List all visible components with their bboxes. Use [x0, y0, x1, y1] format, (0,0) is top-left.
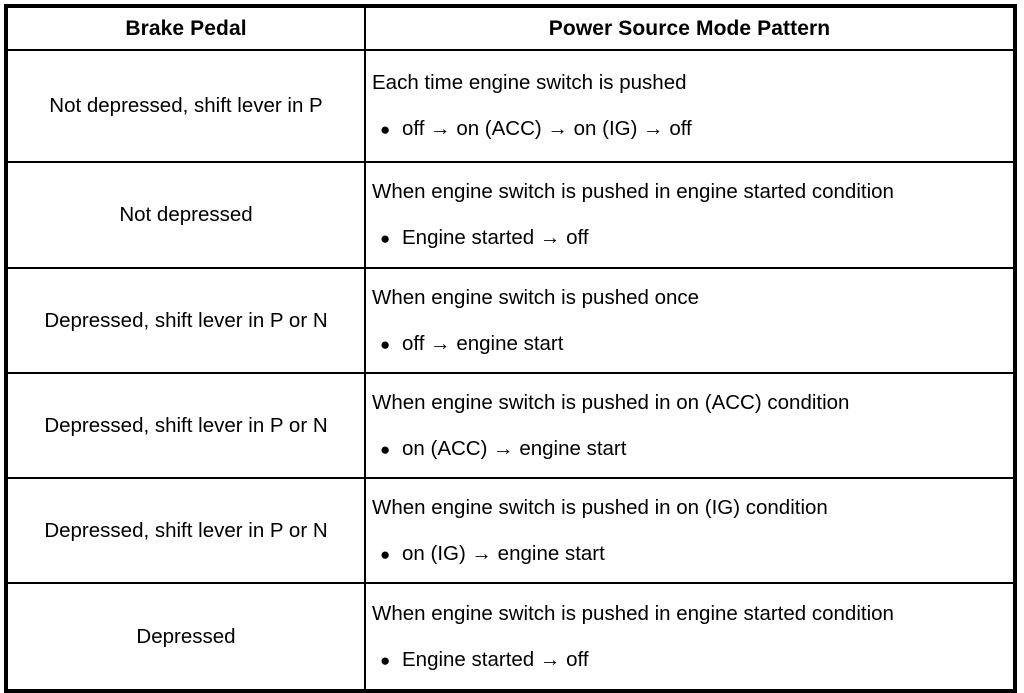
brake-pedal-cell: Not depressed: [5, 161, 366, 269]
power-source-mode-pattern-cell: When engine switch is pushed in on (ACC)…: [364, 372, 1016, 479]
power-source-mode-pattern-cell: When engine switch is pushed in engine s…: [364, 161, 1016, 269]
brake-pedal-cell: Depressed: [5, 582, 366, 692]
pattern-bullet-line: ● on (ACC) → engine start: [372, 437, 1011, 461]
pattern-condition-text: When engine switch is pushed in on (ACC)…: [372, 390, 850, 414]
pattern-transition-text: off → engine start: [402, 331, 564, 355]
table-row: Depressed When engine switch is pushed i…: [5, 582, 1016, 692]
power-source-mode-pattern-cell: When engine switch is pushed once ● off …: [364, 267, 1016, 374]
pattern-transition-text: Engine started → off: [402, 226, 589, 249]
pattern-bullet-line: ● on (IG) → engine start: [372, 542, 1011, 566]
pattern-transition-text: on (ACC) → engine start: [402, 436, 627, 460]
pattern-condition-text: Each time engine switch is pushed: [372, 71, 687, 95]
bullet-icon: ●: [380, 650, 391, 670]
bullet-icon: ●: [380, 229, 391, 248]
table-row: Depressed, shift lever in P or N When en…: [5, 372, 1016, 479]
page-canvas: Brake Pedal Power Source Mode Pattern No…: [4, 4, 1017, 693]
table-row: Depressed, shift lever in P or N When en…: [5, 267, 1016, 374]
brake-pedal-cell: Depressed, shift lever in P or N: [5, 372, 366, 479]
column-header-brake-pedal: Brake Pedal: [5, 5, 366, 51]
brake-pedal-cell: Depressed, shift lever in P or N: [5, 267, 366, 374]
pattern-bullet-line: ● Engine started → off: [372, 226, 1011, 250]
power-source-mode-pattern-cell: Each time engine switch is pushed ● off …: [364, 49, 1016, 163]
power-source-mode-pattern-cell: When engine switch is pushed in engine s…: [364, 582, 1016, 692]
pattern-condition-text: When engine switch is pushed once: [372, 285, 700, 309]
power-source-mode-table: Brake Pedal Power Source Mode Pattern No…: [4, 4, 1017, 693]
bullet-icon: ●: [380, 544, 391, 564]
pattern-condition-text: When engine switch is pushed in engine s…: [372, 180, 894, 204]
bullet-icon: ●: [380, 439, 391, 459]
pattern-bullet-line: ● Engine started → off: [372, 648, 1011, 672]
pattern-bullet-line: ● off → on (ACC) → on (IG) → off: [372, 117, 1011, 141]
table-row: Not depressed, shift lever in P Each tim…: [5, 49, 1016, 163]
table-row: Depressed, shift lever in P or N When en…: [5, 477, 1016, 584]
table-header-row: Brake Pedal Power Source Mode Pattern: [5, 5, 1016, 51]
table-header: Brake Pedal Power Source Mode Pattern: [5, 5, 1016, 51]
power-source-mode-pattern-cell: When engine switch is pushed in on (IG) …: [364, 477, 1016, 584]
table-row: Not depressed When engine switch is push…: [5, 161, 1016, 269]
column-header-power-source-mode-pattern: Power Source Mode Pattern: [364, 5, 1016, 51]
table-body: Not depressed, shift lever in P Each tim…: [5, 49, 1016, 692]
pattern-condition-text: When engine switch is pushed in on (IG) …: [372, 495, 828, 519]
brake-pedal-cell: Depressed, shift lever in P or N: [5, 477, 366, 584]
pattern-bullet-line: ● off → engine start: [372, 332, 1011, 356]
bullet-icon: ●: [380, 120, 391, 139]
brake-pedal-cell: Not depressed, shift lever in P: [5, 49, 366, 163]
pattern-transition-text: on (IG) → engine start: [402, 541, 605, 565]
pattern-transition-text: Engine started → off: [402, 647, 589, 671]
pattern-transition-text: off → on (ACC) → on (IG) → off: [402, 117, 692, 140]
pattern-condition-text: When engine switch is pushed in engine s…: [372, 601, 894, 625]
bullet-icon: ●: [380, 334, 391, 354]
